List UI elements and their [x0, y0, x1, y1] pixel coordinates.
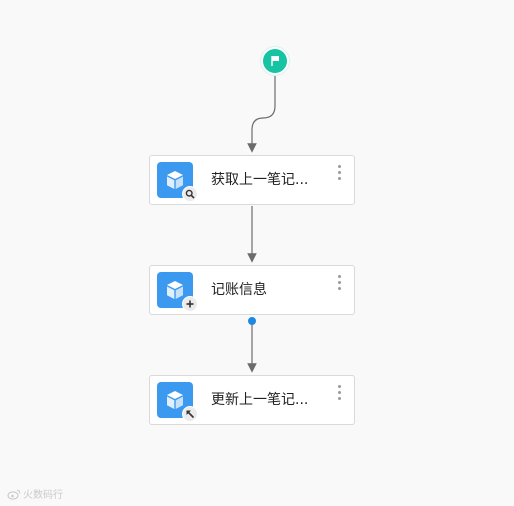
flow-node[interactable]: 记账信息	[149, 265, 355, 315]
flow-node[interactable]: 获取上一笔记...	[149, 155, 355, 205]
connector-start-to-node-1	[247, 76, 276, 153]
cube-icon	[167, 391, 183, 409]
plus-icon	[186, 300, 194, 308]
watermark: 火数码行	[7, 486, 63, 501]
search-icon	[185, 189, 195, 199]
badge	[182, 406, 198, 422]
badge	[182, 296, 198, 312]
arrow-up-left-icon	[186, 410, 195, 419]
more-menu-icon[interactable]	[336, 275, 342, 293]
cube-icon	[167, 281, 183, 299]
cube-icon	[167, 171, 183, 189]
flag-icon	[271, 56, 279, 66]
node-title: 获取上一笔记...	[211, 172, 309, 188]
node-tile	[157, 382, 193, 418]
more-menu-icon[interactable]	[336, 385, 342, 403]
watermark-text: 火数码行	[23, 490, 63, 501]
weibo-icon	[7, 489, 21, 500]
node-title: 更新上一笔记...	[211, 392, 309, 408]
node-title: 记账信息	[211, 282, 267, 298]
more-menu-icon[interactable]	[336, 165, 342, 183]
flow-node[interactable]: 更新上一笔记...	[149, 375, 355, 425]
output-port[interactable]	[248, 317, 256, 325]
start-node[interactable]	[261, 47, 289, 75]
badge	[182, 186, 198, 202]
